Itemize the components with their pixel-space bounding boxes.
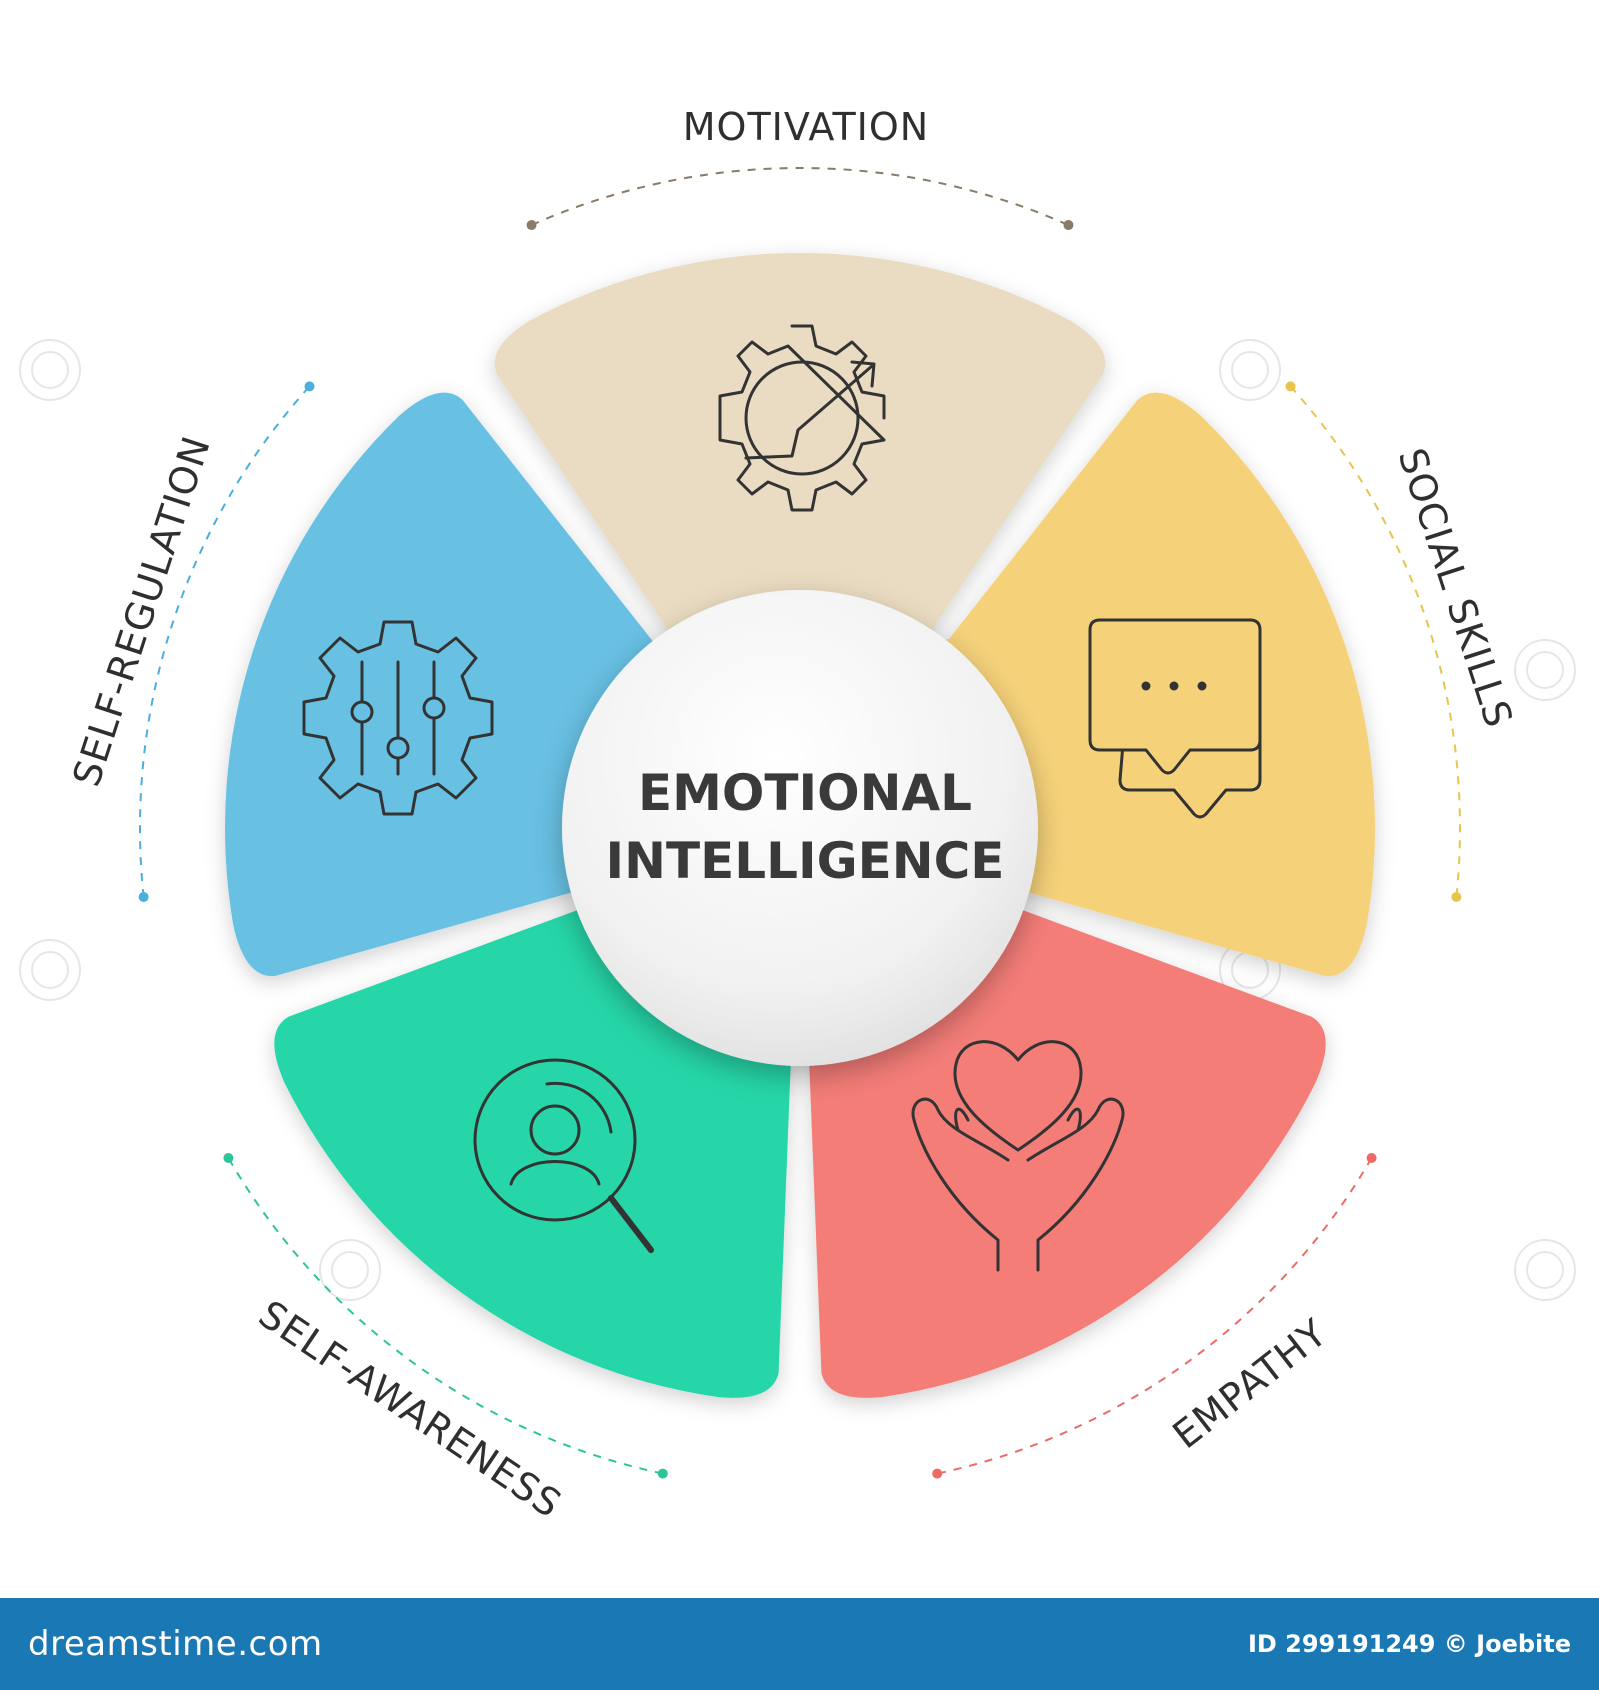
footer-brand-logo[interactable]: dreamstime.com	[28, 1624, 323, 1664]
label-motivation: MOTIVATION	[683, 105, 929, 149]
footer-image-id: ID 299191249 © Joebite	[1247, 1630, 1571, 1658]
label-social-skills: SOCIAL SKILLS	[1390, 443, 1522, 733]
center-hub: EMOTIONAL INTELLIGENCE	[562, 590, 1038, 1066]
label-empathy: EMPATHY	[1165, 1310, 1336, 1457]
dashed-arc	[1289, 385, 1461, 898]
arc-end-dot	[304, 381, 315, 392]
arc-end-dot	[1063, 220, 1074, 231]
arc-end-dot	[1366, 1153, 1377, 1163]
dashed-arc	[227, 1157, 663, 1475]
center-title-line1: EMOTIONAL	[638, 764, 972, 822]
arc-end-dot	[932, 1468, 943, 1479]
chat-bubbles-icon	[1088, 618, 1262, 819]
outer-dashed-arcs	[138, 166, 1462, 1479]
emotional-intelligence-diagram: EMOTIONAL INTELLIGENCE MOTIVATION SOCIAL…	[19, 105, 1576, 1527]
dashed-arc	[531, 166, 1069, 226]
segment-motivation	[494, 253, 1106, 795]
center-title-line2: INTELLIGENCE	[606, 832, 1005, 890]
gear-growth-icon	[718, 324, 886, 512]
label-self-regulation: SELF-REGULATION	[64, 430, 219, 791]
heart-hands-icon	[911, 1040, 1125, 1272]
arc-end-dot	[526, 220, 537, 231]
arc-end-dot	[1285, 381, 1296, 392]
gear-sliders-icon	[302, 620, 494, 816]
arc-end-dot	[657, 1468, 668, 1479]
dashed-arc	[139, 385, 311, 898]
arc-end-dot	[1451, 891, 1462, 902]
arc-end-dot	[138, 891, 149, 902]
arc-end-dot	[223, 1153, 234, 1163]
footer-bar: dreamstime.com ID 299191249 © Joebite	[0, 1598, 1599, 1690]
person-search-icon	[473, 1058, 654, 1253]
dashed-arc	[937, 1157, 1373, 1475]
